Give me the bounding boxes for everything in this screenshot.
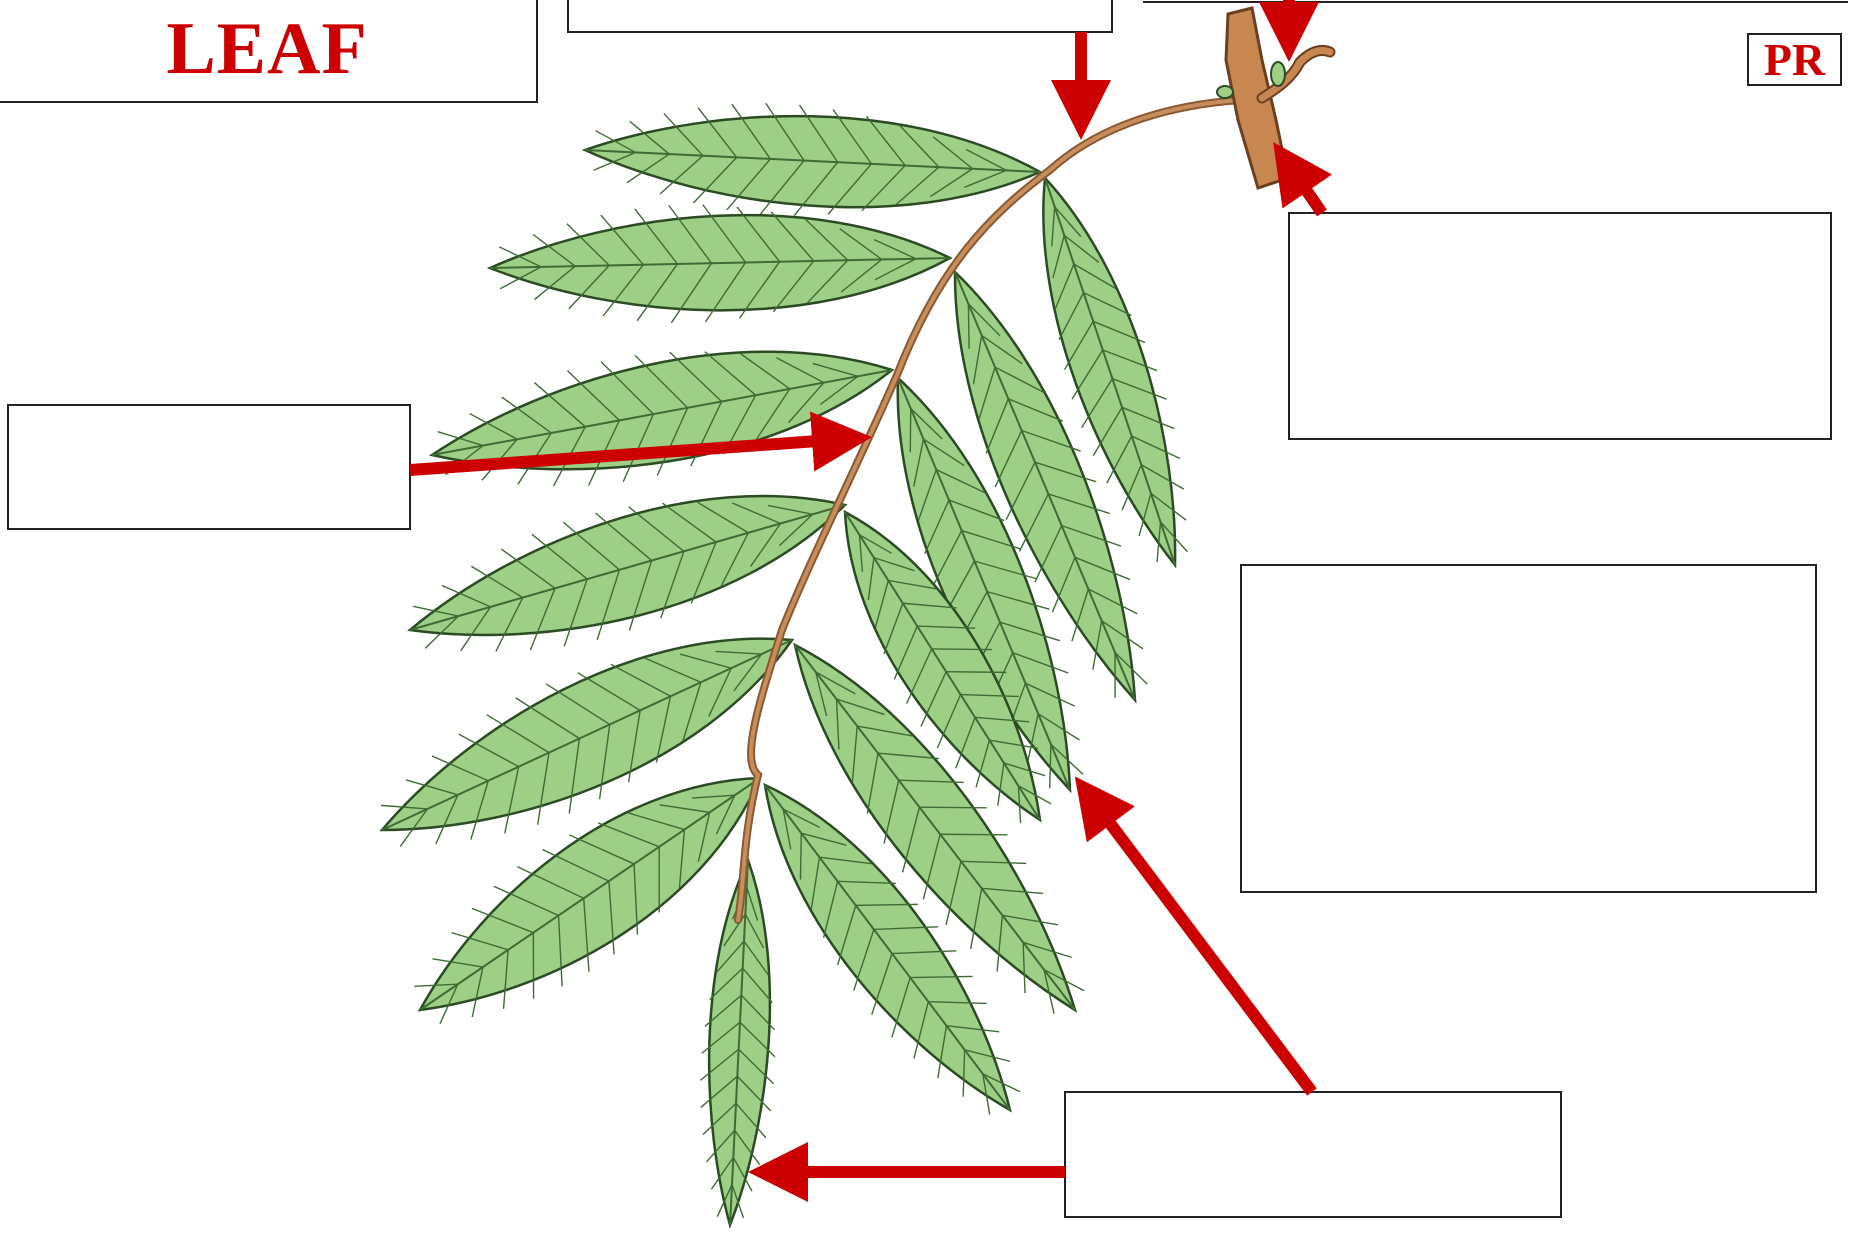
- label-box-top-center[interactable]: [568, 0, 1112, 32]
- stipule: [1217, 86, 1233, 98]
- label-box-bottom[interactable]: [1065, 1092, 1561, 1217]
- twig: [1217, 8, 1330, 188]
- arrow-to-twig: [1280, 152, 1322, 213]
- label-box-right-middle[interactable]: [1241, 565, 1816, 892]
- label-box-right-upper[interactable]: [1289, 213, 1831, 439]
- leaflets-group: [381, 103, 1187, 1225]
- leaflet-left-1: [585, 103, 1040, 215]
- leaflet-left-2: [490, 205, 950, 323]
- label-box-left[interactable]: [8, 405, 410, 529]
- axillary-bud: [1271, 62, 1285, 86]
